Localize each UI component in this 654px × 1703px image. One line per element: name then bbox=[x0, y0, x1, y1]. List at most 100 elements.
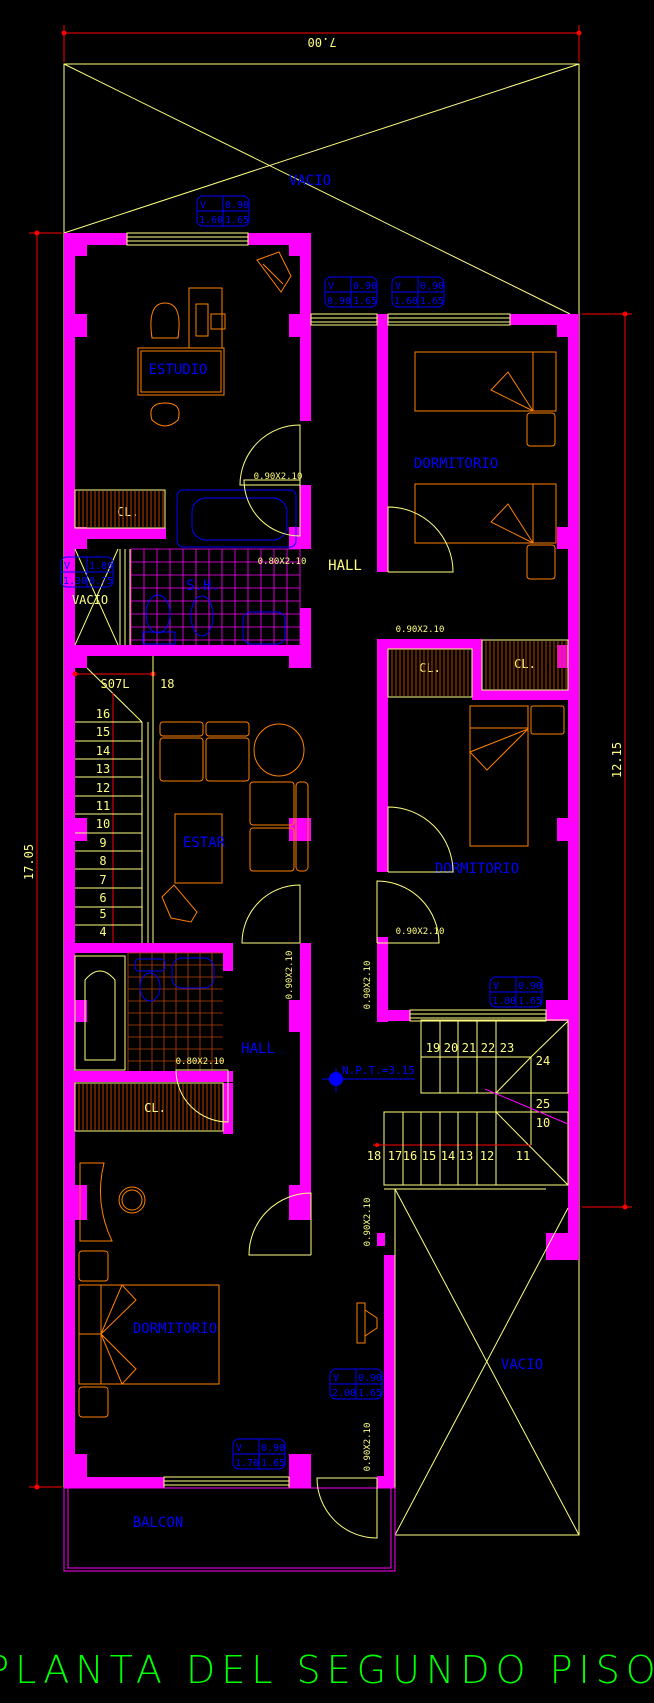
stair-step-number: 12 bbox=[480, 1149, 494, 1163]
stair-step-number: 18 bbox=[367, 1149, 381, 1163]
door-swing-arc bbox=[316, 1477, 378, 1539]
stair-step-number: 14 bbox=[441, 1149, 455, 1163]
tile-grid bbox=[127, 952, 223, 1071]
door[interactable]: 0.90X2.10 bbox=[248, 1192, 373, 1256]
door-swing-arc bbox=[243, 479, 301, 537]
window-code: 0.90 bbox=[225, 200, 249, 211]
room-label-dormitorio-3: DORMITORIO bbox=[133, 1321, 217, 1337]
stair-step-number: 20 bbox=[444, 1041, 458, 1055]
dimension-partial-label: 12.15 bbox=[610, 742, 624, 778]
dimension-length: 17.05 bbox=[22, 230, 62, 1490]
window-type: V bbox=[64, 561, 70, 572]
window-height: 1.65 bbox=[518, 996, 542, 1007]
window-code: 0.90 bbox=[353, 281, 377, 292]
stair-step-number: 19 bbox=[426, 1041, 440, 1055]
room-label-vacio-small: VACIO bbox=[72, 593, 108, 607]
window-height: 1.65 bbox=[225, 215, 249, 226]
door[interactable]: 0.90X2.10 bbox=[387, 506, 454, 635]
level-label: N.P.T.=3.15 bbox=[342, 1064, 415, 1077]
door[interactable]: 0.90X2.10 bbox=[363, 880, 440, 1010]
stair-width-label: S07L bbox=[101, 677, 130, 691]
window-code: 0.90 bbox=[518, 981, 542, 992]
door[interactable]: 0.80X2.10 bbox=[175, 1057, 229, 1123]
window-width: 1.60 bbox=[199, 215, 223, 226]
dimension-partial: 12.15 bbox=[582, 311, 632, 1210]
room-label-vacio-top: VACIO bbox=[289, 173, 331, 189]
plant-icon bbox=[161, 884, 198, 923]
window-type: V bbox=[333, 1373, 339, 1384]
room-label-cl-2: CL. bbox=[419, 661, 441, 675]
window-code: 0.90 bbox=[420, 281, 444, 292]
door[interactable]: 0.90X2.10 bbox=[241, 884, 301, 999]
window-type: V bbox=[236, 1443, 242, 1454]
window-type: V bbox=[395, 281, 401, 292]
dimension-length-label: 17.05 bbox=[22, 844, 36, 880]
stair-step-number: 16 bbox=[403, 1149, 417, 1163]
stair-step-number: 15 bbox=[422, 1149, 436, 1163]
plant-icon bbox=[356, 1302, 378, 1344]
dimension-width-label: 7.00 bbox=[308, 35, 337, 49]
door-size-label: 0.90X2.10 bbox=[363, 961, 373, 1010]
door-size-label: 0.90X2.10 bbox=[363, 1198, 373, 1247]
stair-step-number: 5 bbox=[99, 907, 106, 921]
door[interactable]: 0.90X2.10 bbox=[387, 806, 454, 937]
bathroom-2: HALL bbox=[74, 491, 567, 1130]
stair-step-number: 22 bbox=[481, 1041, 495, 1055]
vacio-small: VACIO bbox=[72, 548, 119, 646]
door[interactable]: 0.90X2.10 bbox=[316, 1423, 378, 1539]
room-estudio: ESTUDIO bbox=[137, 251, 292, 427]
room-label-cl-4: CL. bbox=[144, 1101, 166, 1115]
wall-outlines bbox=[63, 233, 580, 1535]
window-type: V bbox=[328, 281, 334, 292]
window-height: 1.65 bbox=[261, 1458, 285, 1469]
stair-step-number: 21 bbox=[462, 1041, 476, 1055]
door-size-label: 0.90X2.10 bbox=[396, 625, 445, 635]
window-type: V bbox=[200, 200, 206, 211]
door-size-label: 0.90X2.10 bbox=[363, 1423, 373, 1472]
door-swing-arc bbox=[175, 1069, 229, 1123]
stair-step-number: 13 bbox=[96, 762, 110, 776]
room-label-sh: S.H. bbox=[186, 578, 220, 594]
door-size-label: 0.90X2.10 bbox=[396, 927, 445, 937]
room-label-cl-1: CL. bbox=[117, 505, 139, 519]
room-dormitorio-2: DORMITORIO bbox=[435, 705, 565, 877]
window-width: 2.00 bbox=[332, 1388, 356, 1399]
stair-step-number: 12 bbox=[96, 781, 110, 795]
stair-step-number: 7 bbox=[99, 873, 106, 887]
room-estar: ESTAR bbox=[159, 721, 309, 923]
room-label-estar: ESTAR bbox=[183, 835, 226, 851]
stair-step-number: 6 bbox=[99, 891, 106, 905]
door-swing-arc bbox=[241, 884, 301, 944]
bathroom-sh: S.H. bbox=[130, 489, 301, 645]
room-label-vacio-bottom: VACIO bbox=[501, 1357, 543, 1373]
room-label-balcon: BALCON bbox=[133, 1515, 184, 1531]
vacio-top: VACIO bbox=[63, 63, 580, 315]
stair-step-number: 17 bbox=[388, 1149, 402, 1163]
stair-step-number: 10 bbox=[536, 1116, 550, 1130]
window-code: 0.90 bbox=[261, 1443, 285, 1454]
window-width: 1.80 bbox=[492, 996, 516, 1007]
window-height: 1.65 bbox=[358, 1388, 382, 1399]
door[interactable]: 0.80X2.10 bbox=[239, 424, 306, 567]
window-width: 1.30 bbox=[63, 576, 87, 587]
level-marker: N.P.T.=3.15 bbox=[322, 1064, 415, 1092]
stair-step-number: 11 bbox=[516, 1149, 530, 1163]
room-label-dormitorio-1: DORMITORIO bbox=[414, 456, 498, 472]
window-glazing bbox=[119, 232, 547, 1489]
door-swing-arc bbox=[376, 880, 440, 944]
door[interactable]: 0.90X2.10 bbox=[243, 472, 302, 537]
plant-icon bbox=[256, 251, 292, 293]
room-label-estudio: ESTUDIO bbox=[148, 362, 207, 378]
stair-step-number: 14 bbox=[96, 744, 110, 758]
window-height: 1.65 bbox=[420, 296, 444, 307]
